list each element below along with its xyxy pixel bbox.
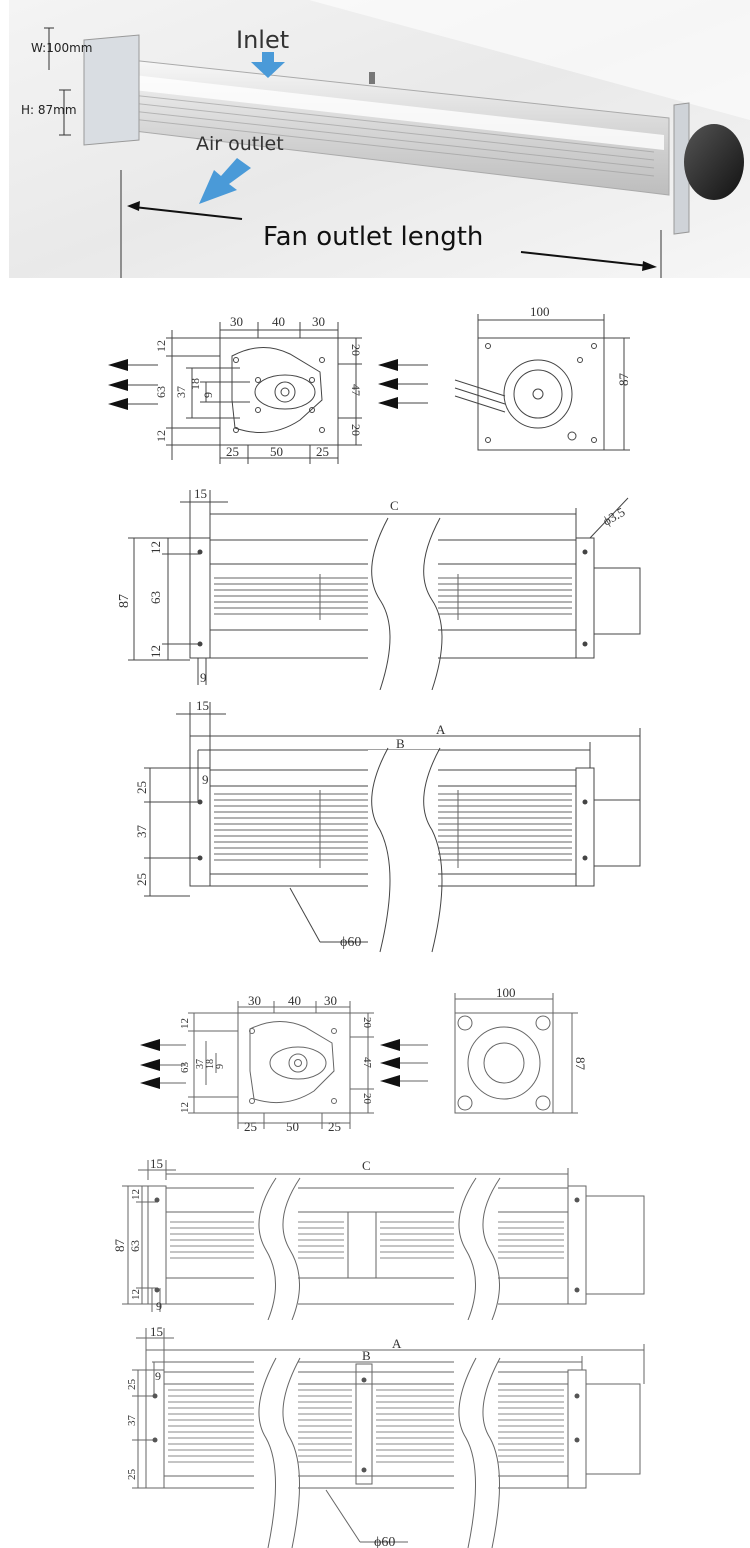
dim-label: 63 [179,1062,191,1074]
dim-label: A [436,722,446,737]
dim-label: 47 [349,384,363,396]
dim-label: 47 [361,1057,373,1069]
dim-label: 37 [174,386,188,398]
dim-label: 15 [150,1324,163,1339]
dim-label: 25 [328,1119,341,1134]
dim-label: 87 [573,1057,588,1071]
dim-label: 25 [226,444,239,459]
dim-label: 40 [288,993,301,1008]
dim-label: ϕ60 [374,1535,395,1548]
dim-label: 12 [130,1189,142,1200]
motor-end-plate [454,1012,554,1114]
dim-label: 25 [126,1379,138,1391]
double-top-view: 15 C 87 12 63 12 9 [0,1150,750,1320]
dim-label: 15 [194,486,207,501]
dim-label: 15 [196,698,209,713]
dim-label: 37 [126,1415,138,1427]
dim-label: C [362,1158,371,1173]
dim-label: 37 [195,1059,206,1069]
dim-label: 12 [148,541,163,554]
end-plate [237,1012,351,1114]
end-view-airflow-arrows [108,359,428,410]
inlet-label: Inlet [236,26,289,54]
motor-end-plate [477,337,605,451]
single-end-views: 30 40 30 25 50 25 12 63 12 37 18 9 20 47… [0,300,750,480]
single-top-view: 15 C ϕ3.5 87 12 63 12 9 [0,480,750,690]
dim-label: 20 [349,344,363,356]
dim-label: 87 [112,1239,127,1253]
dim-label: 87 [616,373,631,387]
motor [684,124,744,200]
dim-label: 63 [154,386,168,398]
height-label: H: 87mm [21,103,77,117]
dim-label: 63 [128,1240,142,1252]
dim-label: 100 [530,304,550,319]
dim-label: C [390,498,399,513]
dim-label: 25 [244,1119,257,1134]
dim-label: B [396,736,405,751]
impeller-blades [168,1389,564,1463]
impeller-blades [170,1221,564,1259]
dim-label: 30 [312,314,325,329]
end-view-airflow-arrows [140,1039,428,1089]
dim-label: 12 [130,1289,142,1300]
dim-label: 50 [286,1119,299,1134]
dim-label: 25 [134,873,149,886]
dim-label: 18 [188,378,202,390]
dim-label: 40 [272,314,285,329]
dim-label: 87 [117,594,132,608]
dim-label: B [362,1348,371,1363]
width-label: W:100mm [31,41,93,55]
end-plate [219,337,339,446]
single-side-view: 15 A B 9 25 37 25 ϕ60 [0,690,750,960]
dim-label: A [392,1336,402,1351]
air-outlet-label: Air outlet [196,133,284,155]
cross-flow-fan [83,34,744,235]
dim-label: 25 [134,781,149,794]
dim-label: ϕ3.5 [600,504,627,529]
dim-label: 25 [126,1469,138,1481]
dim-label: 12 [148,645,163,658]
dim-label: 20 [361,1017,373,1029]
dim-label: 30 [230,314,243,329]
dim-label: 12 [154,430,168,442]
dim-label: 30 [324,993,337,1008]
dim-label: 20 [361,1093,373,1105]
dim-label: 9 [201,392,215,398]
dim-label: 9 [156,1299,162,1313]
air-outlet-arrow-icon [199,158,251,204]
dim-label: 25 [316,444,329,459]
dim-label: 15 [150,1156,163,1171]
dim-label: 37 [134,825,149,839]
dim-label: 63 [148,591,163,604]
inlet-arrow-icon [251,52,285,78]
dim-label: 12 [154,340,168,352]
product-photo: W:100mm H: 87mm Inlet Air outlet Fan out… [9,0,750,278]
dim-label: 20 [349,424,363,436]
double-end-views: 30 40 30 25 50 25 12 63 12 37 18 9 20 47… [0,985,750,1135]
dim-label: 9 [155,1369,161,1383]
dim-label: 9 [215,1064,226,1069]
double-side-view: 15 A B 9 25 37 25 ϕ60 [0,1320,750,1548]
dim-label: 18 [205,1059,216,1069]
dim-label: 9 [202,772,209,787]
dim-label: 12 [179,1102,191,1113]
dim-label: ϕ60 [340,935,361,950]
dim-label: 30 [248,993,261,1008]
dim-label: 12 [179,1018,191,1029]
dim-label: 9 [200,670,207,685]
dim-label: 100 [496,985,516,1000]
dim-label: 50 [270,444,283,459]
fan-outlet-length-label: Fan outlet length [263,222,483,252]
